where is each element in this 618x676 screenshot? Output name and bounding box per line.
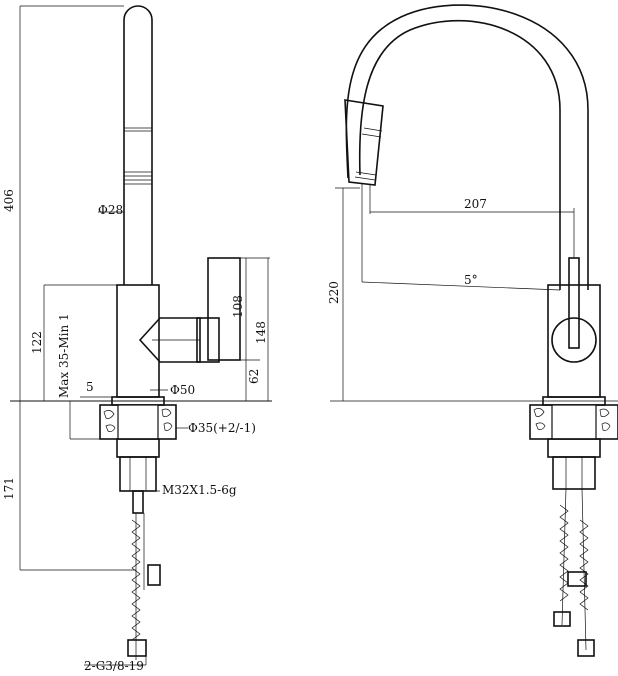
dim-spray-height: 220: [327, 281, 341, 304]
dim-handle-offset: 62: [247, 369, 261, 384]
dim-base-height: 122: [30, 331, 44, 354]
right-dimension-lines: [330, 184, 618, 402]
dim-hose-connector: 2-G3/8-19: [84, 659, 144, 673]
faucet-body-front: [547, 257, 601, 398]
dim-body-diameter: Φ50: [170, 383, 195, 397]
right-dimension-labels: 207 220 5°: [327, 197, 487, 304]
dim-handle-total: 148: [254, 321, 268, 344]
left-view: 406 Φ28 122 108 148 62 Max 35-Min 1 5 Φ5…: [2, 5, 272, 673]
dim-counter-thickness: Max 35-Min 1: [57, 313, 71, 398]
counter-section-front: [529, 396, 618, 657]
right-view: 207 220 5°: [327, 4, 618, 657]
faucet-body: [116, 257, 241, 398]
left-dimension-lines: [19, 5, 270, 666]
dim-thread: M32X1.5-6g: [162, 483, 237, 497]
counter-section: [10, 396, 272, 660]
dim-under-height: 171: [2, 477, 16, 500]
dim-handle-length: 108: [231, 295, 245, 318]
dim-angle: 5°: [464, 273, 478, 287]
gooseneck-spout: [344, 4, 589, 290]
spout: [123, 5, 153, 285]
left-dimension-labels: 406 Φ28 122 108 148 62 Max 35-Min 1 5 Φ5…: [2, 189, 268, 673]
dim-reach: 207: [464, 197, 487, 211]
dim-spout-diameter: Φ28: [98, 203, 123, 217]
dim-hole-diameter: Φ35(+2/-1): [188, 421, 256, 435]
dim-small-offset: 5: [86, 380, 94, 394]
dim-total-height: 406: [2, 189, 16, 212]
